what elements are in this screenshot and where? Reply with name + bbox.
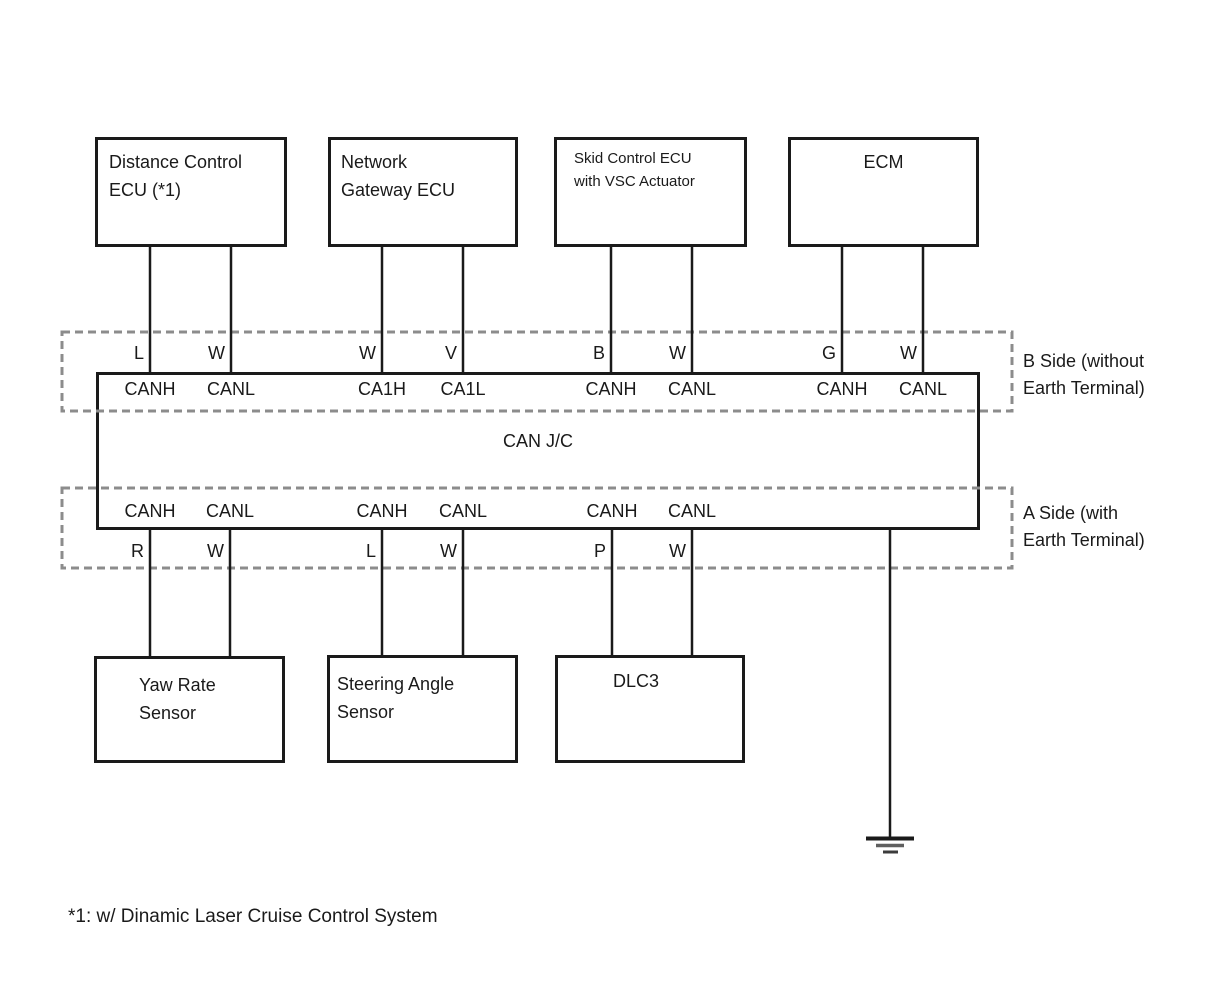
device-label-line: with VSC Actuator	[574, 173, 695, 190]
wire-color-label: B	[592, 343, 605, 363]
b-side-region-label-line: Earth Terminal)	[1023, 378, 1145, 398]
pin-label: CA1H	[357, 379, 406, 399]
device-box-skid-control-ecu: Skid Control ECU with VSC Actuator	[554, 137, 747, 247]
device-box-distance-control-ecu: Distance Control ECU (*1)	[95, 137, 287, 247]
device-label-line: Gateway ECU	[341, 180, 456, 200]
device-label-line: Steering Angle	[337, 674, 455, 694]
wire-color-label: L	[365, 541, 376, 561]
pin-label: CANH	[816, 379, 868, 399]
pin-label: CANL	[898, 379, 947, 399]
earth-ground-symbol	[866, 528, 914, 854]
wire-color-label: W	[440, 541, 457, 561]
device-label-line: ECM	[863, 152, 904, 172]
device-label-line: Sensor	[337, 702, 395, 722]
pin-label: CANL	[438, 501, 487, 521]
device-box-network-gateway-ecu: Network Gateway ECU	[328, 137, 518, 247]
wire-color-label: L	[133, 343, 144, 363]
wire-color-label: P	[593, 541, 606, 561]
device-box-dlc3: DLC3	[555, 655, 745, 763]
pin-label: CA1L	[440, 379, 486, 399]
device-label-line: Skid Control ECU	[574, 150, 692, 167]
device-box-yaw-rate-sensor: Yaw Rate Sensor	[94, 656, 285, 763]
footnote: *1: w/ Dinamic Laser Cruise Control Syst…	[68, 906, 438, 927]
pin-label: CANH	[124, 501, 176, 521]
wire-color-label: V	[444, 343, 457, 363]
device-box-steering-angle-sensor: Steering Angle Sensor	[327, 655, 518, 763]
wire-color-label: R	[131, 541, 144, 561]
wire-color-label: W	[669, 541, 686, 561]
pin-label: CANH	[585, 379, 637, 399]
wire-color-label: W	[900, 343, 917, 363]
b-side-region-label-line: B Side (without	[1023, 351, 1145, 371]
wire-color-label: W	[669, 343, 686, 363]
junction-label: CAN J/C	[502, 431, 573, 451]
pin-label: CANL	[667, 501, 716, 521]
a-side-region-label-line: A Side (with	[1023, 503, 1119, 523]
pin-label: CANL	[205, 501, 254, 521]
wire-color-label: W	[207, 541, 224, 561]
device-box-ecm: ECM	[788, 137, 979, 247]
device-label-line: Network	[341, 152, 408, 172]
device-label-line: DLC3	[613, 671, 660, 691]
pin-label: CANH	[124, 379, 176, 399]
device-label-line: Yaw Rate	[139, 675, 216, 695]
device-label-line: ECU (*1)	[109, 180, 182, 200]
wire-color-label: W	[208, 343, 225, 363]
pin-label: CANH	[356, 501, 408, 521]
device-label-line: Distance Control	[109, 152, 243, 172]
a-side-region-label-line: Earth Terminal)	[1023, 530, 1145, 550]
pin-label: CANL	[667, 379, 716, 399]
pin-label: CANL	[206, 379, 255, 399]
a-side-region-label: A Side (with Earth Terminal)	[1023, 500, 1145, 554]
device-label-line: Sensor	[139, 703, 197, 723]
wire-color-label: G	[821, 343, 836, 363]
wire-color-label: W	[359, 343, 376, 363]
b-side-region-label: B Side (without Earth Terminal)	[1023, 348, 1145, 402]
pin-label: CANH	[586, 501, 638, 521]
